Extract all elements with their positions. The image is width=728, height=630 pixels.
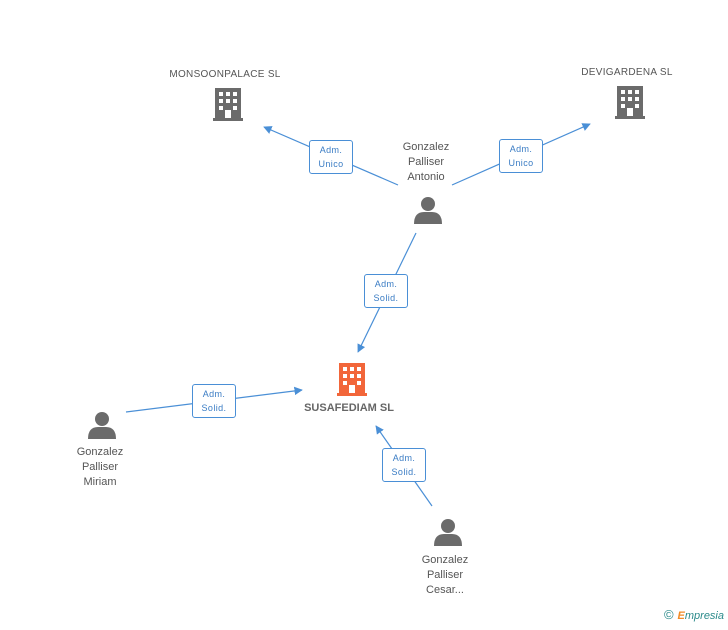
brand-name: mpresia	[684, 610, 724, 622]
devigardena-building-icon[interactable]	[615, 86, 645, 119]
edge-label-cesar-susafediam: Adm. Solid.	[382, 448, 426, 482]
brand-initial: E	[677, 610, 685, 622]
antonio-label[interactable]: Gonzalez Palliser Antonio	[402, 141, 450, 183]
cesar-label[interactable]: Gonzalez Palliser Cesar...	[421, 554, 469, 596]
edge-label-antonio-devigardena: Adm. Unico	[499, 139, 543, 173]
miriam-person-icon[interactable]	[88, 412, 116, 439]
copyright-symbol: ©	[663, 607, 674, 622]
monsoonpalace-building-icon[interactable]	[213, 88, 243, 121]
edge-label-antonio-susafediam: Adm. Solid.	[364, 274, 408, 308]
susafediam-building-icon[interactable]	[337, 363, 367, 396]
devigardena-label[interactable]: DEVIGARDENA SL	[581, 67, 673, 78]
susafediam-label[interactable]: SUSAFEDIAM SL	[304, 402, 394, 414]
monsoonpalace-label[interactable]: MONSOONPALACE SL	[169, 69, 281, 80]
miriam-label[interactable]: Gonzalez Palliser Miriam	[76, 446, 124, 488]
antonio-person-icon[interactable]	[414, 197, 442, 224]
edge-label-miriam-susafediam: Adm. Solid.	[192, 384, 236, 418]
empresia-watermark: ©Empresia	[664, 607, 724, 622]
cesar-person-icon[interactable]	[434, 519, 462, 546]
edge-label-antonio-monsoonpalace: Adm. Unico	[309, 140, 353, 174]
